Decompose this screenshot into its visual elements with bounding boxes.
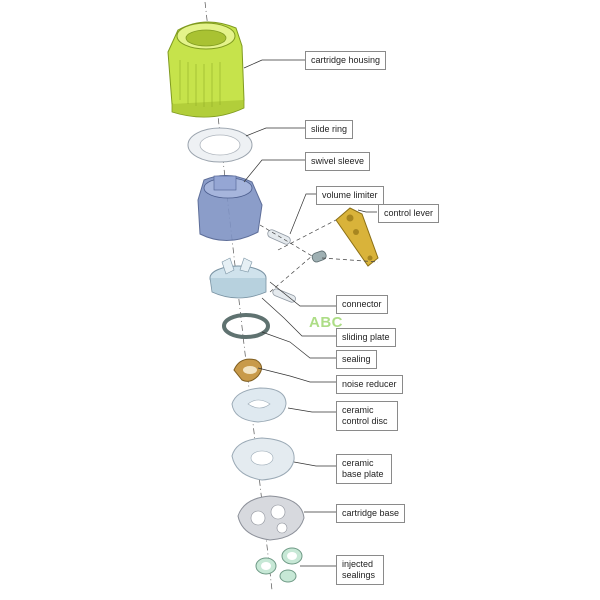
label-ceramic-base-plate: ceramic base plate	[336, 454, 392, 484]
cartridge-base-part	[237, 495, 305, 541]
connector-dashed-lines	[259, 219, 379, 293]
slide-ring-part	[187, 127, 253, 163]
label-slide-ring: slide ring	[305, 120, 354, 139]
volume-limiter-part	[267, 229, 327, 263]
cartridge-housing-part	[167, 21, 245, 118]
ceramic-control-disc-part	[231, 387, 287, 423]
label-sliding-plate: sliding plate	[336, 328, 396, 347]
label-sealing: sealing	[336, 350, 377, 369]
label-swivel-sleeve: swivel sleeve	[305, 152, 371, 171]
label-connector: connector	[336, 295, 388, 314]
control-lever-part	[335, 207, 379, 267]
watermark-logo: ABC	[309, 314, 343, 331]
sealing-part	[222, 313, 270, 339]
ceramic-base-plate-part	[231, 437, 295, 481]
label-injected-sealings: injected sealings	[336, 555, 384, 585]
swivel-sleeve-part	[197, 175, 263, 241]
label-volume-limiter: volume limiter	[316, 186, 384, 205]
label-ceramic-control-disc: ceramic control disc	[336, 401, 398, 431]
label-noise-reducer: noise reducer	[336, 375, 403, 394]
sliding-plate-part	[209, 257, 296, 303]
injected-sealings-part	[255, 547, 303, 583]
label-cartridge-base: cartridge base	[336, 504, 406, 523]
label-cartridge-housing: cartridge housing	[305, 51, 387, 70]
noise-reducer-part	[233, 358, 262, 382]
label-control-lever: control lever	[378, 204, 440, 223]
leader-lines	[243, 59, 377, 567]
